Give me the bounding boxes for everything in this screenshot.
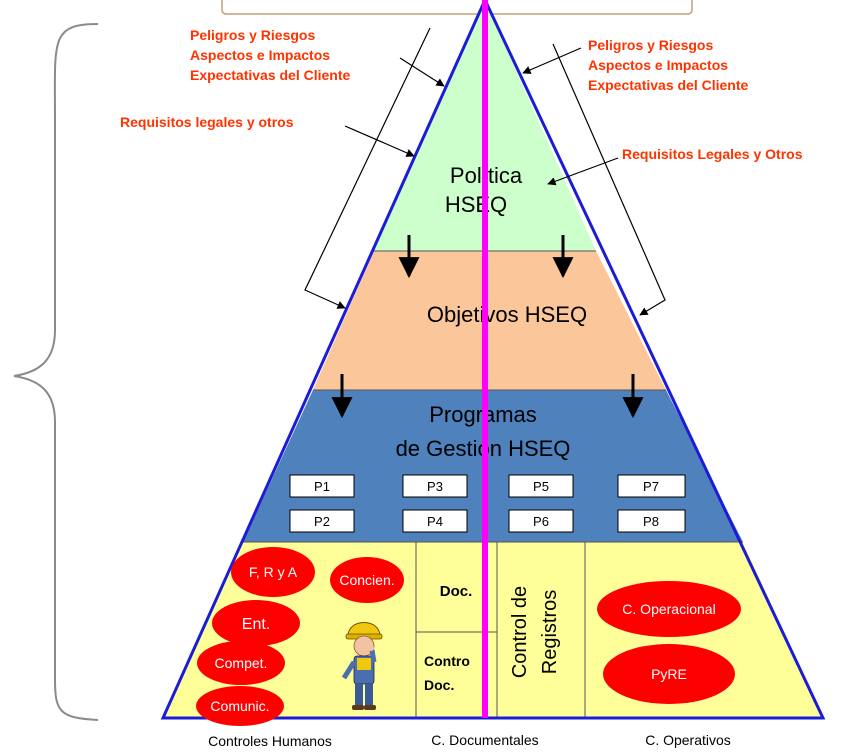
program-box-p4 [402,509,468,533]
right-annotation-1: Peligros y Riesgos [588,37,713,53]
left-peligros-arrow [399,57,445,87]
oval-concien-label: Concien. [339,572,394,588]
oval-pyre-label: PyRE [651,666,687,682]
tier-objetivos [313,251,666,390]
objetivos-title: Objetivos HSEQ [427,302,587,327]
program-boxes: P1 P3 P5 P7 P2 P4 P6 P8 [289,474,686,533]
right-bracket-arrow [552,43,666,316]
oval-comunic-label: Comunic. [210,698,269,714]
right-peligros-arrow [522,47,582,74]
right-annotation-2: Aspectos e Impactos [588,57,728,73]
program-label-p6: P6 [533,514,549,529]
oval-operacional [597,581,741,637]
worker-figure-icon [341,622,383,710]
control-registros-label-2: Registros [539,590,561,674]
program-label-p5: P5 [533,479,549,494]
program-box-p8 [617,509,686,533]
tier-programas [243,390,743,542]
pyramid-outline [160,0,826,720]
program-label-p1: P1 [314,479,330,494]
oval-compet-label: Compet. [215,655,268,671]
program-label-p3: P3 [427,479,443,494]
program-box-p1 [289,474,355,498]
control-registros-label-1: Control de [509,586,531,678]
right-legal-arrow [547,157,619,186]
oval-comunic [196,686,284,726]
right-legal-annotation: Requisitos Legales y Otros [622,146,803,162]
left-legal-arrow [344,125,415,157]
bottom-label-documentales: C. Documentales [431,732,538,748]
control-doc-label-1: Contro [424,653,470,669]
oval-pyre [603,644,735,704]
top-box [221,0,693,15]
oval-compet [197,641,285,685]
program-box-p3 [402,474,468,498]
oval-operacional-label: C. Operacional [622,601,715,617]
program-box-p7 [617,474,686,498]
control-doc-label-2: Doc. [424,677,454,693]
left-bracket-arrow [304,27,431,309]
left-annotation-2: Aspectos e Impactos [190,47,330,63]
oval-ent-label: Ent. [242,616,270,633]
left-annotation-1: Peligros y Riesgos [190,27,315,43]
program-label-p7: P7 [643,479,659,494]
program-label-p2: P2 [314,514,330,529]
oval-fra-label: F, R y A [249,564,298,580]
oval-fra [231,547,315,597]
program-box-p5 [508,474,574,498]
left-brace [13,23,99,721]
right-annotation-3: Expectativas del Cliente [588,77,749,93]
program-box-p2 [289,509,355,533]
program-label-p4: P4 [427,514,443,529]
program-label-p8: P8 [643,514,659,529]
human-controls: F, R y A Concien. Ent. Compet. Comunic. [196,547,404,726]
oval-concien [330,557,404,603]
bottom-label-humanos: Controles Humanos [208,733,332,749]
program-box-p6 [508,509,574,533]
left-legal-annotation: Requisitos legales y otros [120,114,294,130]
doc-label: Doc. [440,583,473,600]
left-annotation-3: Expectativas del Cliente [190,67,351,83]
politica-title-2: HSEQ [445,192,507,217]
bottom-label-operativos: C. Operativos [645,732,731,748]
oval-ent [212,600,300,646]
